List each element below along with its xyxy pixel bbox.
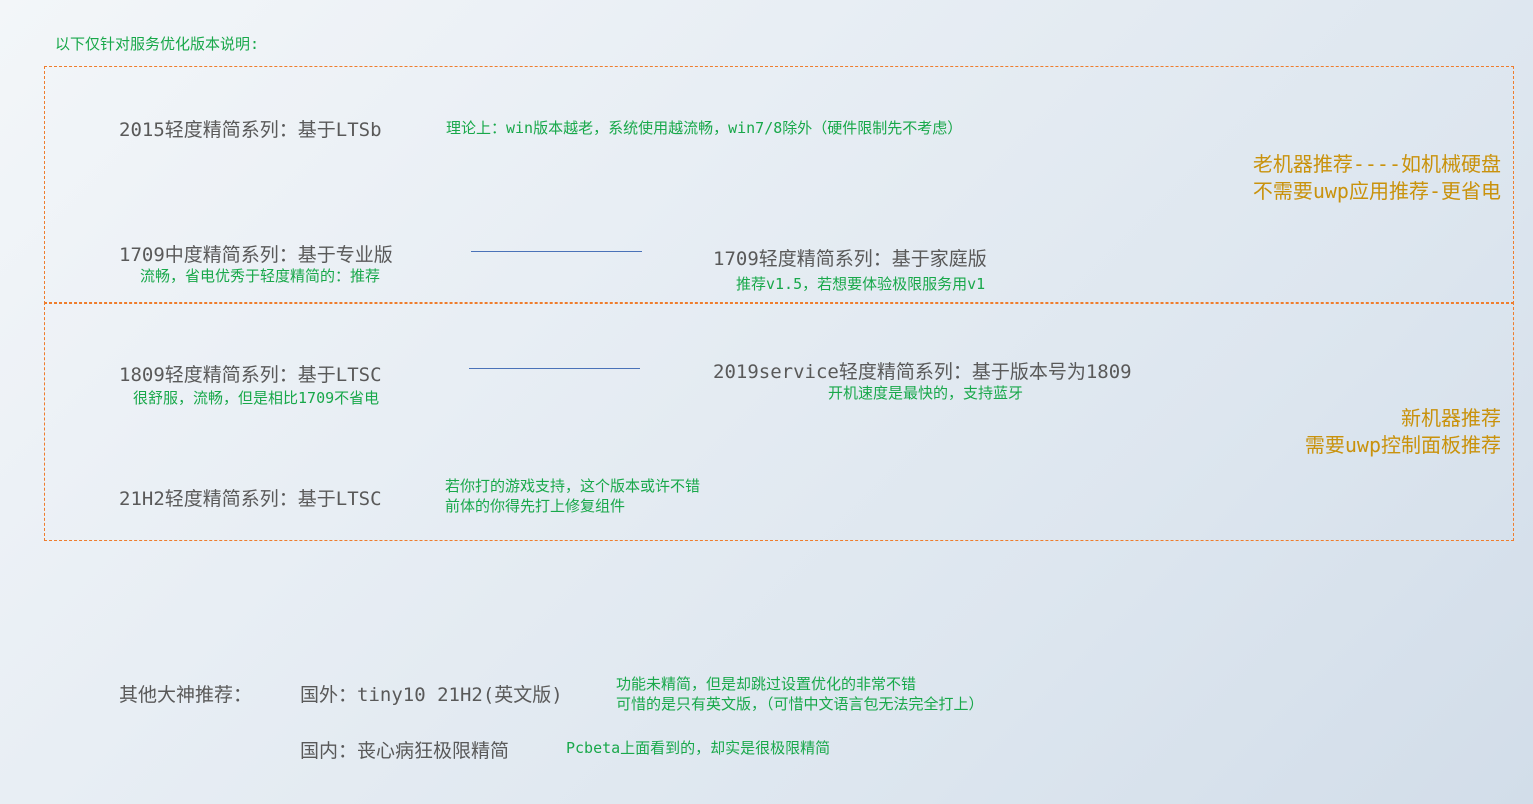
foreign-note-line1: 功能未精简，但是却跳过设置优化的非常不错 xyxy=(616,675,917,693)
version-2019-service-note: 开机速度是最快的，支持蓝牙 xyxy=(828,384,1024,402)
version-21h2-title: 21H2轻度精简系列：基于LTSC xyxy=(119,488,382,510)
domestic-note: Pcbeta上面看到的，却实是很极限精简 xyxy=(566,739,831,757)
version-1709-home-note: 推荐v1.5，若想要体验极限服务用v1 xyxy=(736,275,986,293)
version-1709-pro-note: 流畅，省电优秀于轻度精简的：推荐 xyxy=(140,267,381,285)
version-2019-service-title: 2019service轻度精简系列：基于版本号为1809 xyxy=(713,361,1132,383)
version-21h2-note-line2: 前体的你得先打上修复组件 xyxy=(445,497,626,515)
version-2015-note: 理论上：win版本越老，系统使用越流畅，win7/8除外（硬件限制先不考虑） xyxy=(446,119,963,137)
version-21h2-note-line1: 若你打的游戏支持，这个版本或许不错 xyxy=(445,477,701,495)
version-1809-note: 很舒服，流畅，但是相比1709不省电 xyxy=(133,389,380,407)
new-machine-group-box xyxy=(44,302,1514,541)
version-2015-title: 2015轻度精简系列：基于LTSb xyxy=(119,119,382,141)
new-machine-line1: 新机器推荐 xyxy=(1401,406,1501,430)
foreign-note-line2: 可惜的是只有英文版，（可惜中文语言包无法完全打上） xyxy=(616,695,984,713)
old-machine-line1: 老机器推荐----如机械硬盘 xyxy=(1252,152,1501,176)
foreign-title: 国外：tiny10 21H2(英文版) xyxy=(300,684,563,706)
connector-line-1709 xyxy=(471,251,642,252)
new-machine-line2: 需要uwp控制面板推荐 xyxy=(1304,433,1501,457)
version-1809-title: 1809轻度精简系列：基于LTSC xyxy=(119,364,382,386)
version-1709-home-title: 1709轻度精简系列：基于家庭版 xyxy=(713,248,987,270)
old-machine-line2: 不需要uwp应用推荐-更省电 xyxy=(1252,179,1501,203)
domestic-title: 国内：丧心病狂极限精简 xyxy=(300,740,510,762)
others-label: 其他大神推荐： xyxy=(119,684,253,706)
old-machine-group-box xyxy=(44,66,1514,304)
version-1709-pro-title: 1709中度精简系列：基于专业版 xyxy=(119,244,393,266)
connector-line-1809 xyxy=(469,368,640,369)
intro-text: 以下仅针对服务优化版本说明: xyxy=(55,35,260,53)
